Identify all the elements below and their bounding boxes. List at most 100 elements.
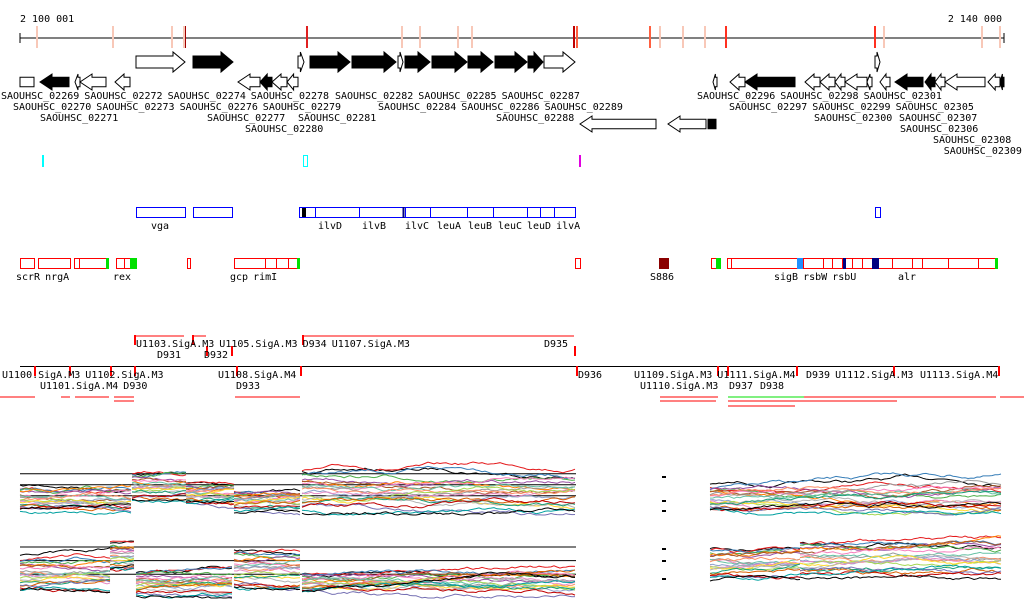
expression-dot: [662, 560, 666, 562]
gene-label: SAOUHSC_02269: [1, 91, 79, 102]
expression-track: [19, 461, 1002, 599]
operon-box[interactable]: [875, 207, 881, 218]
transcript-label: U1108.SigA.M4: [218, 370, 296, 381]
gene-arrow[interactable]: [404, 50, 431, 74]
gene-arrow[interactable]: [351, 50, 397, 74]
gene-arrow[interactable]: [135, 50, 186, 74]
gene-arrow[interactable]: [527, 50, 544, 74]
gene-arrow[interactable]: [309, 50, 351, 74]
gene-label: SAOUHSC_02277: [207, 113, 285, 124]
gene-arrow[interactable]: [744, 73, 796, 91]
gene-label: SAOUHSC_02271: [40, 113, 118, 124]
gene-arrow[interactable]: [286, 72, 299, 92]
gene-arrow[interactable]: [579, 115, 657, 133]
gene-label: SAOUHSC_02299: [812, 102, 890, 113]
gene-arrow[interactable]: [397, 51, 404, 73]
transcript-label: D931: [157, 350, 181, 361]
expression-line: [19, 540, 1002, 579]
gene-arrow[interactable]: [297, 51, 305, 73]
gene-arrow[interactable]: [874, 51, 881, 73]
gene-arrow[interactable]: [707, 118, 717, 130]
expression-dot: [662, 476, 666, 478]
gene-arrow[interactable]: [431, 50, 468, 74]
feature-box[interactable]: [575, 258, 581, 269]
gene-arrow[interactable]: [804, 72, 821, 92]
feature-label: sigB: [774, 272, 798, 283]
transcript-label: U1112.SigA.M3: [835, 370, 913, 381]
feature-block: [297, 258, 300, 269]
operon-box[interactable]: [193, 207, 233, 218]
gene-arrow[interactable]: [999, 73, 1005, 91]
gene-arrow[interactable]: [271, 72, 288, 92]
gene-arrow[interactable]: [543, 50, 576, 74]
transcript-label: U1101.SigA.M4: [40, 381, 118, 392]
transcript-tick: [796, 366, 798, 376]
coordinate-ruler: 2 100 001 2 140 000: [19, 14, 1005, 43]
gene-arrow[interactable]: [924, 72, 936, 92]
feature-label: rimI: [253, 272, 277, 283]
feature-box[interactable]: [711, 258, 717, 269]
gene-arrow[interactable]: [19, 76, 35, 88]
gene-arrow[interactable]: [819, 72, 836, 92]
feature-box[interactable]: [727, 258, 798, 269]
gene-labels: SAOUHSC_02269SAOUHSC_02270SAOUHSC_02271S…: [1, 91, 1022, 157]
gene-arrow[interactable]: [834, 72, 846, 92]
expression-line: [19, 564, 1002, 599]
gene-arrow[interactable]: [192, 50, 234, 74]
expression-line: [19, 493, 1002, 512]
feature-box[interactable]: [187, 258, 191, 269]
transcript-label: D932: [204, 350, 228, 361]
feature-block: [659, 258, 669, 269]
position-marks: [36, 26, 1001, 48]
operon-label: ilvD: [318, 221, 342, 232]
transcript-tick: [110, 366, 112, 376]
gene-label: SAOUHSC_02296: [697, 91, 775, 102]
transcript-label: D934: [303, 339, 327, 350]
gene-arrow[interactable]: [494, 50, 528, 74]
gene-arrow[interactable]: [259, 72, 273, 92]
operon-box[interactable]: [136, 207, 186, 218]
gene-arrow[interactable]: [237, 73, 261, 91]
gene-label: SAOUHSC_02282: [335, 91, 413, 102]
gene-arrow[interactable]: [74, 73, 81, 91]
transcript-tick: [231, 346, 233, 356]
feature-track[interactable]: [20, 258, 999, 269]
transcript-track[interactable]: [0, 335, 1024, 407]
transcript-tick: [300, 366, 302, 376]
transcript-label: U1111.SigA.M4: [717, 370, 795, 381]
gene-arrow[interactable]: [894, 73, 924, 91]
transcript-tick: [576, 366, 578, 376]
gene-track[interactable]: [19, 50, 1005, 133]
operon-track[interactable]: [136, 207, 881, 218]
gene-arrow[interactable]: [879, 72, 891, 92]
gene-arrow[interactable]: [39, 73, 70, 91]
gene-arrow[interactable]: [114, 72, 131, 92]
feature-box[interactable]: [38, 258, 71, 269]
feature-block: [995, 258, 998, 269]
transcript-label: D933: [236, 381, 260, 392]
feature-label: rsbW: [803, 272, 828, 283]
gene-arrow[interactable]: [729, 72, 746, 92]
gene-label: SAOUHSC_02285: [418, 91, 496, 102]
transcript-tick: [727, 366, 729, 376]
gene-arrow[interactable]: [667, 115, 707, 133]
cyan-marker: [303, 155, 308, 167]
gene-arrow[interactable]: [944, 73, 986, 91]
gene-arrow[interactable]: [934, 72, 946, 92]
operon-box[interactable]: [299, 207, 576, 218]
feature-box[interactable]: [116, 258, 131, 269]
gene-arrow[interactable]: [712, 73, 718, 91]
gene-arrow[interactable]: [79, 73, 107, 91]
feature-box[interactable]: [20, 258, 35, 269]
gene-arrow[interactable]: [987, 72, 1001, 92]
gene-arrow[interactable]: [844, 73, 868, 91]
gene-arrow[interactable]: [467, 50, 494, 74]
magenta-marker: [579, 155, 581, 167]
feature-label: S886: [650, 272, 674, 283]
gene-label: SAOUHSC_02281: [298, 113, 376, 124]
gene-label: SAOUHSC_02280: [245, 124, 323, 135]
gene-arrow[interactable]: [866, 73, 873, 91]
operon-label: vga: [151, 221, 169, 232]
feature-label: rex: [113, 272, 131, 283]
